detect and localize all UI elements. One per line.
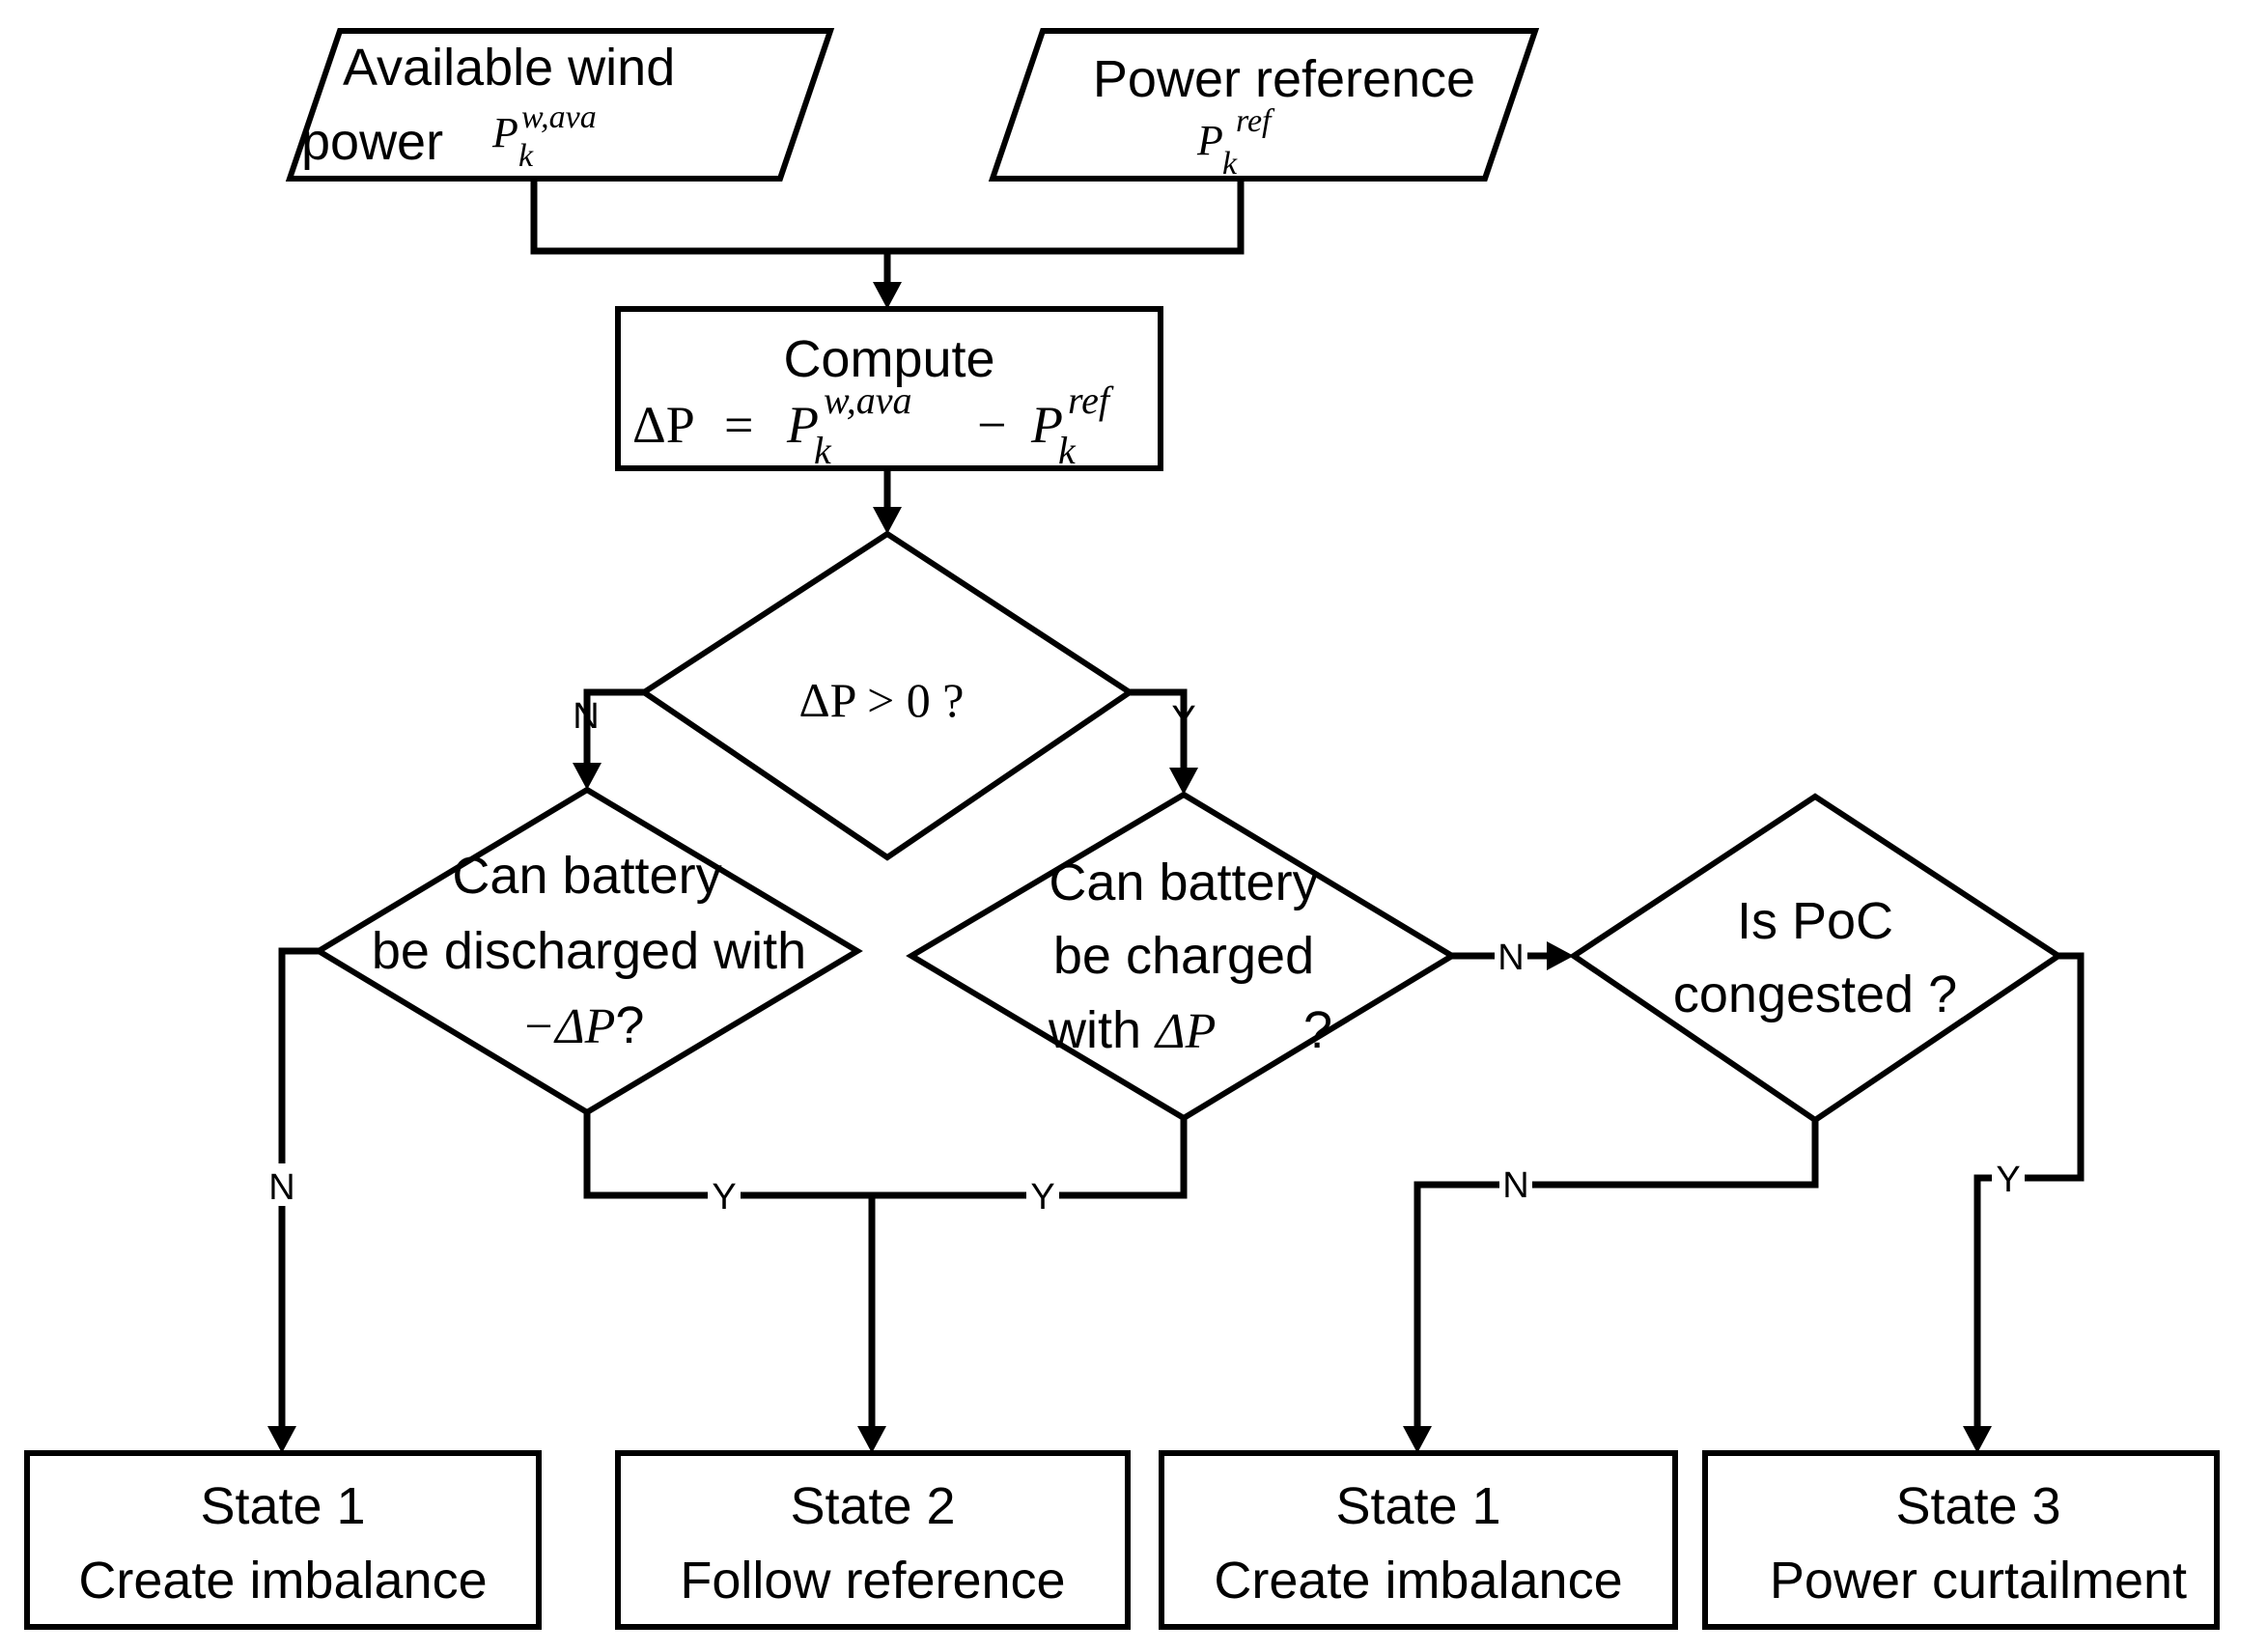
state-1-title: State 1 [200,1477,365,1535]
state-box-2: State 2 Follow reference [615,1450,1131,1630]
state-2-desc: Follow reference [680,1552,1065,1610]
decision-battery-charge: Can battery be charged with ΔP ? [906,791,1458,1122]
arrowhead-compute [873,282,902,309]
poc-line1: Is PoC [1737,892,1893,950]
decision-poc-congested: Is PoC congested ? [1568,793,2064,1124]
arrowhead-state3 [1963,1426,1992,1453]
wind-symbol: P k w,ava [491,99,597,174]
state-3-title: State 1 [1335,1477,1500,1535]
arrowhead-poc [1547,941,1574,970]
arrowhead-charge [1169,768,1198,795]
arrowhead-state1b [1403,1426,1432,1453]
label-charge-yes: Y [1030,1177,1054,1218]
arrowhead-discharge [573,763,602,790]
arrowhead-decision-main [873,507,902,534]
discharge-line2: be discharged with [372,922,806,980]
decision-battery-discharge: Can battery be discharged with −ΔP? [313,786,863,1116]
compute-title: Compute [783,330,994,388]
connector-poc-yes [1973,952,2085,1429]
label-discharge-yes: Y [712,1177,736,1218]
compute-box: Compute ΔP = P k w,ava − P k ref [615,306,1163,472]
charge-line3-q: ? [1303,1001,1332,1059]
state-2-title: State 2 [790,1477,955,1535]
label-main-no: N [573,696,599,737]
label-poc-yes: Y [1996,1160,2020,1200]
label-main-yes: Y [1171,699,1195,740]
branch-labels: N Y N Y Y N N Y [266,696,2025,1218]
state-4-desc: Power curtailment [1770,1552,2187,1610]
arrowhead-state2 [857,1426,886,1453]
reference-line1: Power reference [1093,50,1475,108]
charge-line1: Can battery [1049,854,1318,911]
charge-line3: with ΔP [1048,1001,1216,1059]
wind-line1: Available wind [343,39,675,97]
connectors [267,179,2085,1453]
connector-wind-to-merge [530,179,1245,255]
input-power-reference: Power reference P k ref [988,28,1540,182]
label-poc-no: N [1502,1165,1528,1206]
state-1-desc: Create imbalance [78,1552,487,1610]
reference-symbol: P k ref [1196,103,1275,182]
wind-line2: power [301,113,443,171]
state-3-desc: Create imbalance [1214,1552,1622,1610]
connector-poc-no [1413,1120,1819,1429]
state-4-title: State 3 [1895,1477,2060,1535]
connector-discharge-yes [583,1112,1188,1199]
connector-main-yes [1130,688,1188,770]
compute-formula: ΔP = P k w,ava − P k ref [632,378,1114,472]
decision-main-text: ΔP > 0 ? [799,673,965,727]
connector-main-no [583,688,644,766]
state-box-3: State 1 Create imbalance [1159,1450,1678,1630]
label-charge-no: N [1497,938,1524,978]
connector-discharge-no [278,947,319,1429]
discharge-line1: Can battery [452,847,721,905]
discharge-line3: −ΔP? [521,996,644,1054]
arrowhead-state1a [267,1426,296,1453]
label-discharge-no: N [268,1167,294,1208]
poc-line2: congested ? [1673,966,1957,1023]
charge-line2: be charged [1053,927,1314,985]
decision-delta-p-positive: ΔP > 0 ? [638,530,1135,861]
state-box-1: State 1 Create imbalance [24,1450,542,1630]
input-available-wind-power: Available wind power P k w,ava [285,28,835,182]
state-box-4: State 3 Power curtailment [1702,1450,2220,1630]
